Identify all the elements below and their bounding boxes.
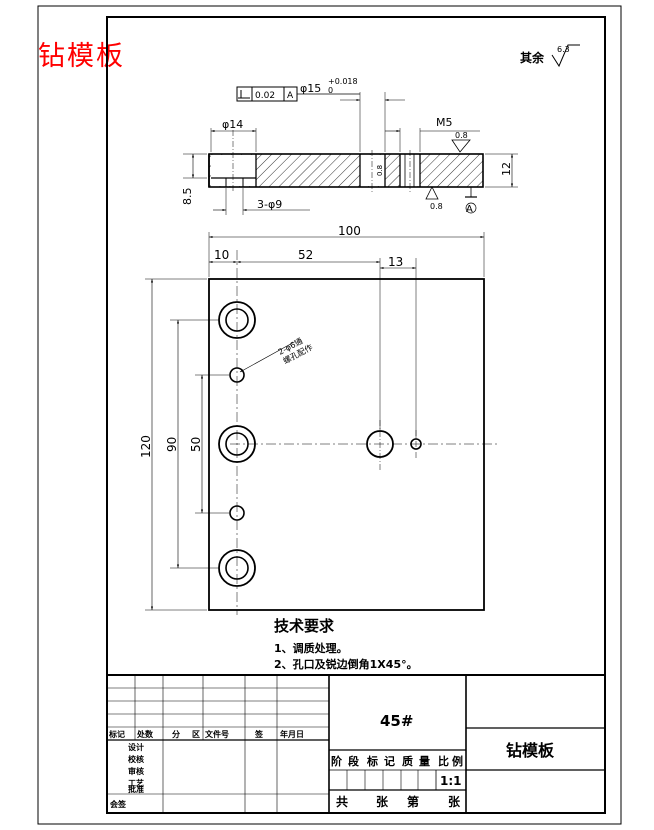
dim-thread: M5 [436,116,453,129]
svg-text:分: 分 [172,729,180,739]
dim-tol-upper: +0.018 [328,77,358,86]
svg-text:签: 签 [254,729,264,739]
dim-holes: 3-φ9 [257,198,282,211]
rough-08b: 0.8 [430,202,443,211]
tolerance-datum: A [287,91,294,101]
title-block-row-labels: 标记 处数 分 区 文件号 签 年月日 [108,729,304,739]
svg-text:校核: 校核 [128,754,144,764]
material-value: 45# [380,712,413,730]
tolerance-value: 0.02 [255,91,275,101]
svg-text:记: 记 [384,755,395,768]
svg-text:会签: 会签 [110,799,127,809]
svg-text:审核: 审核 [128,766,144,776]
svg-text:量: 量 [419,755,430,768]
section-view [208,130,484,192]
svg-text:年月日: 年月日 [280,729,304,739]
dim-d10: 10 [214,248,229,262]
dim-d50: 50 [189,437,203,452]
svg-text:共: 共 [336,794,348,809]
title-block-meta: 阶 段 标 记 质 量 比 例 [331,754,463,768]
svg-text:例: 例 [452,754,463,768]
dim-d90: 90 [165,437,179,452]
dim-left-height: 8.5 [181,188,194,206]
svg-text:阶: 阶 [331,754,343,768]
dim-d13: 13 [388,255,403,269]
dim-thickness: 12 [500,162,513,176]
dim-tol-lower: 0 [328,86,333,95]
svg-text:段: 段 [348,754,359,768]
part-name: 钻模板 [506,741,555,760]
plan-view [145,232,500,615]
svg-text:张: 张 [448,794,461,809]
svg-text:批准: 批准 [128,784,144,794]
svg-text:处数: 处数 [136,729,154,739]
svg-text:设计: 设计 [128,742,144,752]
roughness-value: 6.3 [557,45,570,54]
roughness-icon [551,44,580,68]
roughness-icon-top [451,139,471,153]
dim-counterbore: φ14 [222,118,243,131]
svg-text:第: 第 [407,794,419,809]
svg-text:工艺: 工艺 [128,778,144,788]
inner-border [106,16,606,814]
svg-text:标记: 标记 [108,729,125,739]
title-block-roles: 设计 校核 审核 工艺 批准 会签 [110,742,144,809]
dim-inner: 0.8 [376,165,384,176]
title-block [107,674,605,813]
svg-text:文件号: 文件号 [205,729,229,739]
rough-top: 0.8 [455,131,468,140]
datum-circle-icon [465,202,477,214]
drawing-title-red: 钻模板 [38,41,125,72]
svg-text:张: 张 [376,794,389,809]
title-block-sheet: 共 张 第 张 [336,794,461,809]
svg-text:质: 质 [402,754,413,768]
requirement-item: 1、调质处理。 [274,642,348,655]
dim-height: 120 [139,435,153,458]
dim-top-hole: φ15 [300,82,321,95]
dim-d52: 52 [298,248,313,262]
scale-value: 1:1 [440,774,462,788]
requirement-item: 2、孔口及锐边倒角1X45°。 [274,658,418,671]
roughness-label: 其余 [520,50,545,65]
requirements-title: 技术要求 [274,617,335,635]
datum-a-label: A [466,204,473,215]
dim-width: 100 [338,224,361,238]
svg-text:区: 区 [192,730,200,739]
outer-border [37,5,622,825]
svg-text:标: 标 [366,754,378,768]
roughness-icon-bottom [425,186,439,200]
svg-text:比: 比 [438,754,449,768]
